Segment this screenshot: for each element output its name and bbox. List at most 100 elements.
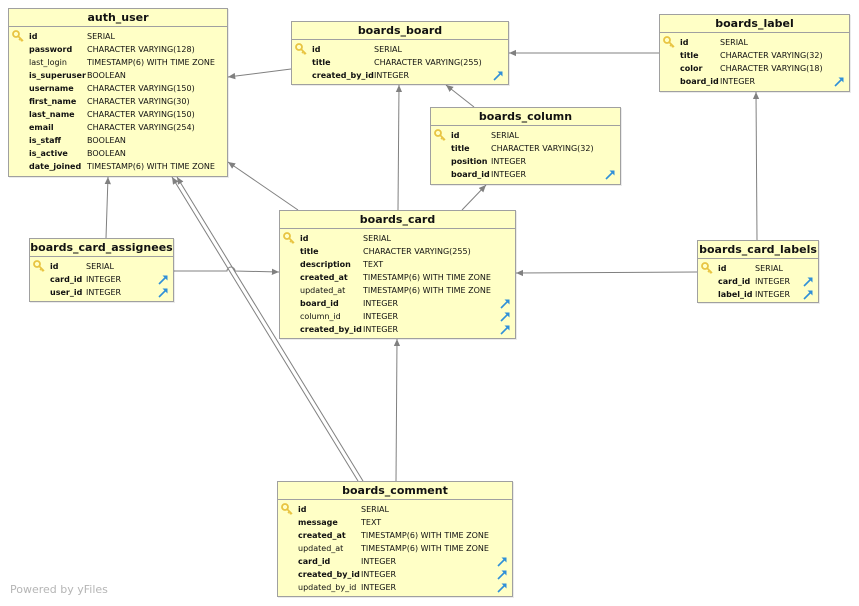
- foreign-key-icon: [497, 583, 507, 593]
- edge-comment-to-card: [393, 338, 401, 482]
- yfiles-watermark: Powered by yFiles: [10, 583, 108, 596]
- column-name: description: [300, 260, 351, 269]
- column-name: email: [29, 123, 54, 132]
- column-name: position: [451, 157, 488, 166]
- column-name: id: [718, 264, 727, 273]
- table-title: boards_card_assignees: [30, 239, 173, 257]
- column-type: INTEGER: [755, 277, 791, 286]
- column-name: title: [680, 51, 699, 60]
- column-type: TIMESTAMP(6) WITH TIME ZONE: [363, 286, 491, 295]
- column-name: id: [50, 262, 59, 271]
- foreign-key-icon: [803, 290, 813, 300]
- column-name: is_superuser: [29, 71, 86, 80]
- edge-assignees-to-card: [174, 266, 280, 276]
- column-name: board_id: [680, 77, 719, 86]
- column-type: INTEGER: [363, 312, 399, 321]
- column-type: INTEGER: [755, 290, 791, 299]
- column-name: message: [298, 518, 338, 527]
- foreign-key-icon: [803, 277, 813, 287]
- edge-assignees-to-user: [104, 176, 111, 239]
- column-type: CHARACTER VARYING(32): [720, 51, 823, 60]
- column-name: created_at: [300, 273, 348, 282]
- column-type: TIMESTAMP(6) WITH TIME ZONE: [87, 58, 215, 67]
- primary-key-icon: [281, 503, 293, 515]
- column-type: BOOLEAN: [87, 136, 126, 145]
- table-title: boards_card_labels: [698, 241, 818, 259]
- column-type: SERIAL: [755, 264, 783, 273]
- foreign-key-icon: [493, 71, 503, 81]
- edge-comment-to-user-updated: [176, 176, 364, 482]
- edge-column-to-board: [445, 84, 475, 108]
- primary-key-icon: [295, 43, 307, 55]
- column-name: id: [451, 131, 460, 140]
- edge-board-to-user: [227, 68, 292, 80]
- column-name: created_by_id: [312, 71, 374, 80]
- column-name: last_login: [29, 58, 67, 67]
- column-type: SERIAL: [363, 234, 391, 243]
- column-type: INTEGER: [374, 71, 410, 80]
- column-type: TIMESTAMP(6) WITH TIME ZONE: [361, 531, 489, 540]
- column-row: last_login TIMESTAMP(6) WITH TIME ZONE: [9, 56, 227, 69]
- foreign-key-icon: [500, 325, 510, 335]
- column-name: title: [312, 58, 331, 67]
- edge-card-to-user: [227, 161, 299, 211]
- column-type: SERIAL: [87, 32, 115, 41]
- column-type: TIMESTAMP(6) WITH TIME ZONE: [363, 273, 491, 282]
- column-name: created_by_id: [298, 570, 360, 579]
- column-name: date_joined: [29, 162, 82, 171]
- column-row: message TEXT: [278, 516, 512, 529]
- primary-key-icon: [283, 232, 295, 244]
- column-name: id: [680, 38, 689, 47]
- column-row: title CHARACTER VARYING(32): [660, 49, 849, 62]
- column-type: TEXT: [361, 518, 382, 527]
- table-title: boards_board: [292, 22, 508, 40]
- primary-key-icon: [701, 262, 713, 274]
- table-title: boards_comment: [278, 482, 512, 500]
- column-type: BOOLEAN: [87, 71, 126, 80]
- table-title: boards_card: [280, 211, 515, 229]
- column-type: SERIAL: [361, 505, 389, 514]
- column-type: CHARACTER VARYING(150): [87, 84, 195, 93]
- column-name: is_staff: [29, 136, 61, 145]
- column-type: CHARACTER VARYING(255): [374, 58, 482, 67]
- edge-card-labels-to-card: [515, 269, 698, 277]
- primary-key-icon: [33, 260, 45, 272]
- column-type: INTEGER: [86, 275, 122, 284]
- column-type: INTEGER: [361, 570, 397, 579]
- column-name: is_active: [29, 149, 68, 158]
- column-name: updated_at: [298, 544, 344, 553]
- edge-card-labels-to-label: [752, 91, 760, 241]
- foreign-key-icon: [158, 275, 168, 285]
- column-name: card_id: [50, 275, 83, 284]
